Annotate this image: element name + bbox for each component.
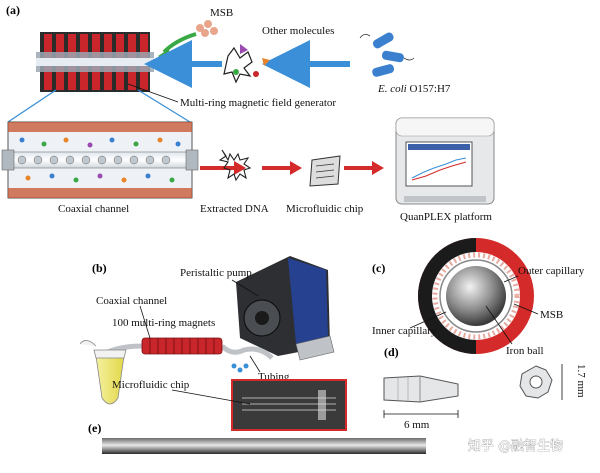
tubing-line — [220, 344, 274, 360]
connector-end-view — [519, 365, 553, 399]
peristaltic-pump-label: Peristaltic pump — [180, 267, 252, 279]
coaxial-channel-zoom — [1, 121, 199, 199]
msb-c-label: MSB — [540, 309, 563, 321]
other-molecules-cluster — [223, 44, 270, 84]
msb-particles — [196, 20, 218, 37]
iron-ball-label: Iron ball — [506, 345, 544, 357]
coaxial-channel-label-b: Coaxial channel — [96, 295, 167, 307]
generator-label: Multi-ring magnetic field generator — [180, 97, 336, 109]
panel-label-a: (a) — [6, 3, 20, 17]
panel-label-d: (d) — [384, 345, 399, 359]
magnetic-field-generator — [36, 32, 154, 92]
outer-capillary-label: Outer capillary — [518, 265, 585, 277]
connector-side-view — [383, 375, 459, 403]
quanplex-label: QuanPLEX platform — [400, 211, 492, 223]
microfluidic-chip-label-a: Microfluidic chip — [286, 203, 364, 215]
sample-tube — [79, 340, 127, 405]
panel-label-e: (e) — [88, 421, 101, 435]
iron-ball-leader — [485, 305, 513, 345]
dna-tangle — [218, 149, 252, 182]
coaxial-channel-label-a: Coaxial channel — [58, 203, 129, 215]
other-molecules-label: Other molecules — [262, 25, 334, 37]
iron-ball — [446, 266, 506, 326]
msb-layer — [432, 252, 520, 340]
panel-label-c: (c) — [372, 261, 385, 275]
chip-b-leader — [171, 389, 251, 405]
outer-capillary-leader — [503, 275, 519, 283]
quanplex-instrument — [395, 117, 495, 205]
tubing-leader — [249, 355, 261, 373]
generator-leader — [127, 83, 179, 103]
inner-capillary-leader — [409, 311, 447, 329]
ecoli-cells — [359, 32, 415, 77]
coaxial-b-leader — [139, 305, 151, 339]
dim-height-label: 1.7 mm — [575, 364, 587, 398]
dim-length-label: 6 mm — [404, 419, 430, 431]
droplets — [231, 363, 249, 373]
microfluidic-chip-icon — [309, 155, 341, 187]
magnet-stack — [141, 337, 223, 355]
msb-c-leader — [513, 303, 539, 315]
capillary-cross-section — [418, 238, 534, 354]
zoom-line-left — [7, 89, 57, 123]
pump-leader — [231, 279, 259, 297]
red-flow-arrows — [200, 161, 384, 175]
msb-label: MSB — [210, 7, 233, 19]
watermark-text: 知乎 @融智生物 — [468, 438, 563, 454]
microfluidic-chip-label-b: Microfluidic chip — [112, 379, 190, 391]
peristaltic-pump — [236, 256, 335, 361]
capillary-rod-photo — [102, 438, 426, 454]
inner-capillary-label: Inner capillary — [372, 325, 437, 337]
panel-label-b: (b) — [92, 261, 107, 275]
ecoli-label: E. coli O157:H7 — [377, 83, 451, 95]
bead-row — [17, 155, 171, 165]
microfluidic-chip-photo — [231, 379, 347, 431]
extracted-dna-label: Extracted DNA — [200, 203, 269, 215]
particles-mix — [19, 137, 181, 183]
zoom-line-right — [137, 89, 191, 123]
magnets-label: 100 multi-ring magnets — [112, 317, 215, 329]
